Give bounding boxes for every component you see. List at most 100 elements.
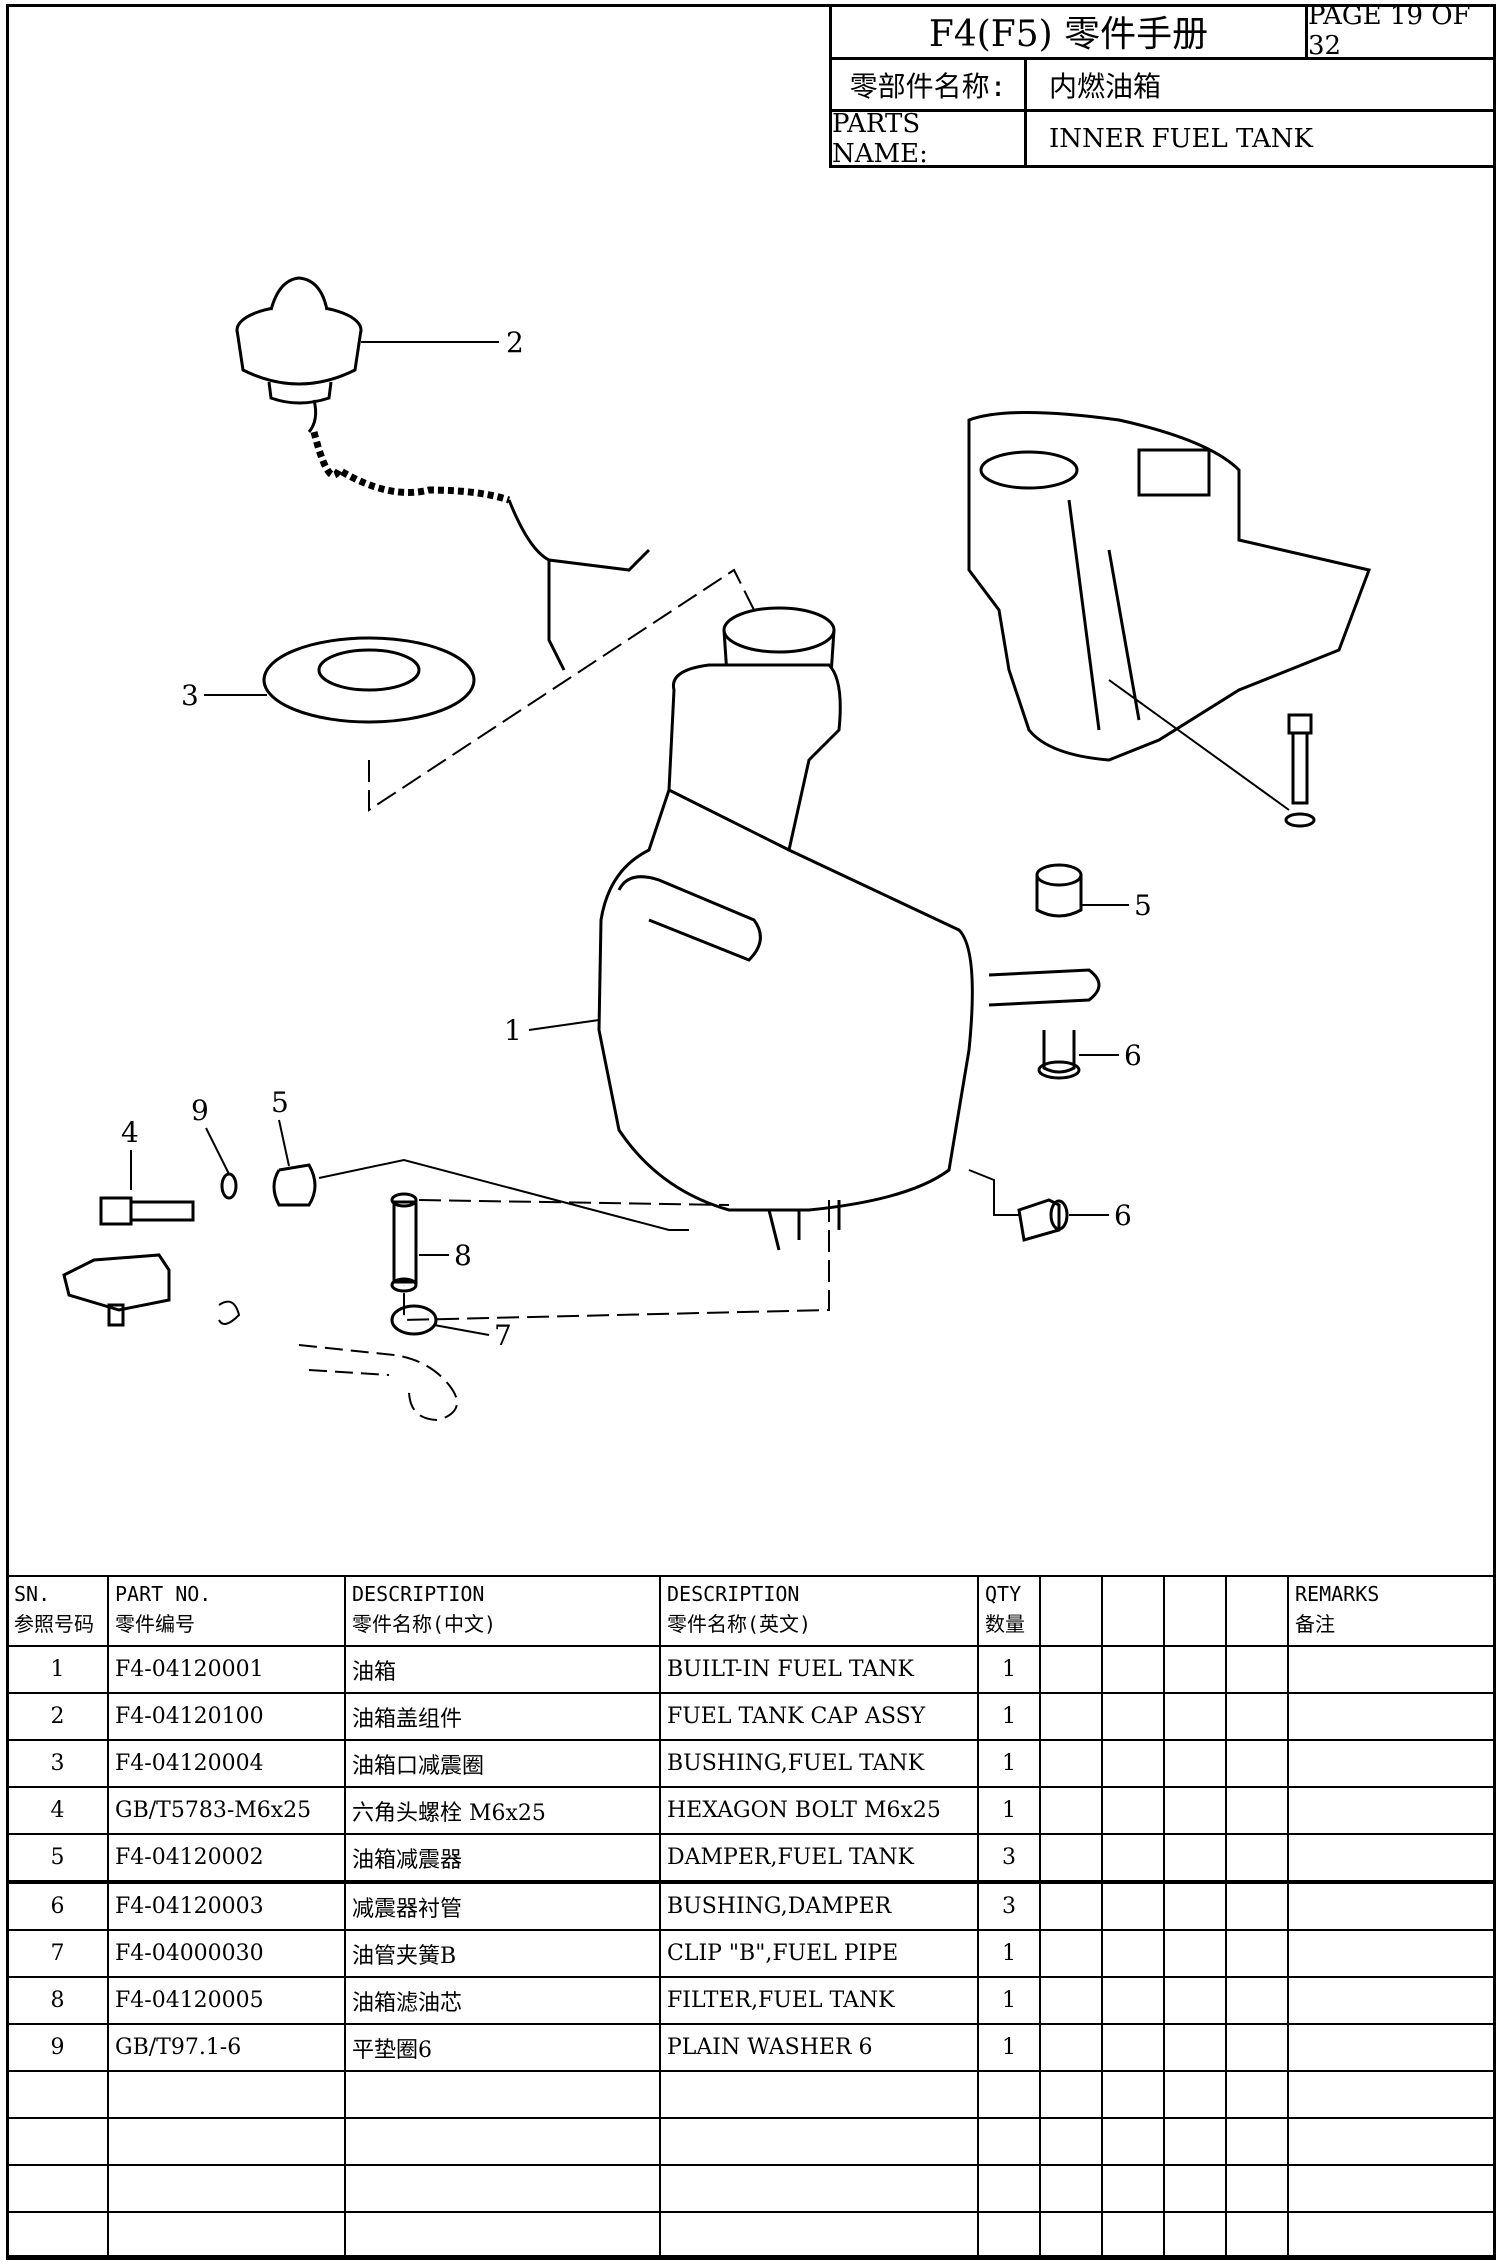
row-desc-cn: 六角头螺栓 M6x25 bbox=[344, 1786, 661, 1835]
bushing-right-upper-drawing bbox=[1037, 1030, 1081, 1080]
row-desc-en: BUSHING,DAMPER bbox=[659, 1880, 979, 1931]
callout-2: 2 bbox=[506, 326, 524, 359]
row-desc-en: BUILT-IN FUEL TANK bbox=[659, 1645, 979, 1694]
cn-name-value: 内燃油箱 bbox=[1027, 60, 1496, 112]
row-desc-cn: 油箱口减震圈 bbox=[344, 1739, 661, 1788]
row-sn: 8 bbox=[6, 1976, 109, 2025]
row-desc-cn: 油箱 bbox=[344, 1645, 661, 1694]
damper-right-drawing bbox=[1035, 863, 1083, 918]
bushing-ring-drawing bbox=[262, 636, 476, 724]
row-qty: 1 bbox=[977, 1929, 1041, 1978]
empty-row bbox=[6, 2117, 1496, 2166]
row-qty: 1 bbox=[977, 2023, 1041, 2072]
filter-drawing bbox=[390, 1192, 418, 1293]
bolt-alignment-line bbox=[1108, 679, 1290, 811]
row-sn: 6 bbox=[6, 1880, 109, 1931]
header-blank bbox=[1163, 1575, 1227, 1647]
row-desc-en: PLAIN WASHER 6 bbox=[659, 2023, 979, 2072]
row-qty: 3 bbox=[977, 1833, 1041, 1883]
row-qty: 3 bbox=[977, 1880, 1041, 1931]
handwritten-mark bbox=[218, 1300, 241, 1325]
housing-section-drawing bbox=[967, 411, 1372, 762]
lower-bushing-line bbox=[968, 1169, 1019, 1216]
fuel-valve-drawing bbox=[62, 1253, 171, 1327]
row-part-no: GB/T97.1-6 bbox=[107, 2023, 346, 2072]
parts-name-value: INNER FUEL TANK bbox=[1049, 123, 1313, 154]
fuel-tank-cap-drawing bbox=[235, 276, 363, 433]
clip-drawing bbox=[390, 1304, 438, 1336]
row-sn: 9 bbox=[6, 2023, 109, 2072]
row-desc-en: DAMPER,FUEL TANK bbox=[659, 1833, 979, 1883]
row-part-no: F4-04120002 bbox=[107, 1833, 346, 1883]
page-number: PAGE 19 OF 32 bbox=[1308, 1, 1496, 61]
cn-name-label: 零部件名称: bbox=[832, 60, 1027, 112]
callout-8: 8 bbox=[454, 1239, 472, 1272]
table-row: 3 F4-04120004 油箱口减震圈 BUSHING,FUEL TANK 1 bbox=[6, 1739, 1496, 1788]
table-row: 2 F4-04120100 油箱盖组件 FUEL TANK CAP ASSY 1 bbox=[6, 1692, 1496, 1741]
row-desc-cn: 油箱减震器 bbox=[344, 1833, 661, 1883]
row-sn: 4 bbox=[6, 1786, 109, 1835]
row-sn: 5 bbox=[6, 1833, 109, 1883]
row-qty: 1 bbox=[977, 1739, 1041, 1788]
exploded-parts-diagram: 1 2 3 4 9 5 5 6 6 8 7 bbox=[62, 276, 1372, 1422]
callout-9: 9 bbox=[191, 1094, 209, 1127]
row-sn: 3 bbox=[6, 1739, 109, 1788]
cap-chain bbox=[310, 431, 511, 504]
row-part-no: F4-04000030 bbox=[107, 1929, 346, 1978]
fuel-hose-phantom bbox=[298, 1344, 458, 1422]
table-row: 9 GB/T97.1-6 平垫圈6 PLAIN WASHER 6 1 bbox=[6, 2023, 1496, 2072]
empty-row bbox=[6, 2164, 1496, 2213]
retainer-wire bbox=[507, 499, 651, 671]
callout-5-left: 5 bbox=[271, 1086, 289, 1119]
row-desc-en: CLIP "B",FUEL PIPE bbox=[659, 1929, 979, 1978]
callout-4: 4 bbox=[121, 1116, 139, 1149]
row-desc-en: FILTER,FUEL TANK bbox=[659, 1976, 979, 2025]
upper-bolt-drawing bbox=[1284, 713, 1316, 828]
row-sn: 1 bbox=[6, 1645, 109, 1694]
row-desc-cn: 减震器衬管 bbox=[344, 1880, 661, 1931]
bushing-lower-drawing bbox=[1017, 1198, 1069, 1242]
table-row: 6 F4-04120003 减震器衬管 BUSHING,DAMPER 3 bbox=[6, 1880, 1496, 1931]
row-desc-cn: 油管夹簧B bbox=[344, 1929, 661, 1978]
row-part-no: F4-04120004 bbox=[107, 1739, 346, 1788]
callout-6-upper: 6 bbox=[1124, 1039, 1142, 1072]
manual-title: F4(F5) 零件手册 bbox=[832, 4, 1308, 60]
row-desc-cn: 平垫圈6 bbox=[344, 2023, 661, 2072]
row-sn: 7 bbox=[6, 1929, 109, 1978]
header-blank bbox=[1101, 1575, 1165, 1647]
table-row: 8 F4-04120005 油箱滤油芯 FILTER,FUEL TANK 1 bbox=[6, 1976, 1496, 2025]
row-part-no: GB/T5783-M6x25 bbox=[107, 1786, 346, 1835]
row-desc-en: FUEL TANK CAP ASSY bbox=[659, 1692, 979, 1741]
filter-alignment-line bbox=[403, 1199, 830, 1322]
row-qty: 1 bbox=[977, 1692, 1041, 1741]
parts-name-label: PARTS NAME: bbox=[832, 109, 1027, 169]
row-qty: 1 bbox=[977, 1976, 1041, 2025]
fuel-tank-drawing bbox=[597, 606, 1101, 1251]
empty-row bbox=[6, 2211, 1496, 2260]
callout-5-right: 5 bbox=[1134, 889, 1152, 922]
row-part-no: F4-04120003 bbox=[107, 1880, 346, 1931]
row-qty: 1 bbox=[977, 1645, 1041, 1694]
callout-1: 1 bbox=[504, 1014, 522, 1047]
row-desc-cn: 油箱盖组件 bbox=[344, 1692, 661, 1741]
table-row: 1 F4-04120001 油箱 BUILT-IN FUEL TANK 1 bbox=[6, 1645, 1496, 1694]
callout-6-lower: 6 bbox=[1114, 1199, 1132, 1232]
header-blank bbox=[1039, 1575, 1103, 1647]
row-desc-en: HEXAGON BOLT M6x25 bbox=[659, 1786, 979, 1835]
left-bolt-assembly-drawing bbox=[99, 1163, 317, 1226]
empty-row bbox=[6, 2070, 1496, 2119]
table-row: 5 F4-04120002 油箱减震器 DAMPER,FUEL TANK 3 bbox=[6, 1833, 1496, 1883]
row-qty: 1 bbox=[977, 1786, 1041, 1835]
table-row: 7 F4-04000030 油管夹簧B CLIP "B",FUEL PIPE 1 bbox=[6, 1929, 1496, 1978]
row-part-no: F4-04120100 bbox=[107, 1692, 346, 1741]
header-part-no: PART NO.零件编号 bbox=[107, 1575, 346, 1647]
row-desc-cn: 油箱滤油芯 bbox=[344, 1976, 661, 2025]
table-row: 4 GB/T5783-M6x25 六角头螺栓 M6x25 HEXAGON BOL… bbox=[6, 1786, 1496, 1835]
row-sn: 2 bbox=[6, 1692, 109, 1741]
